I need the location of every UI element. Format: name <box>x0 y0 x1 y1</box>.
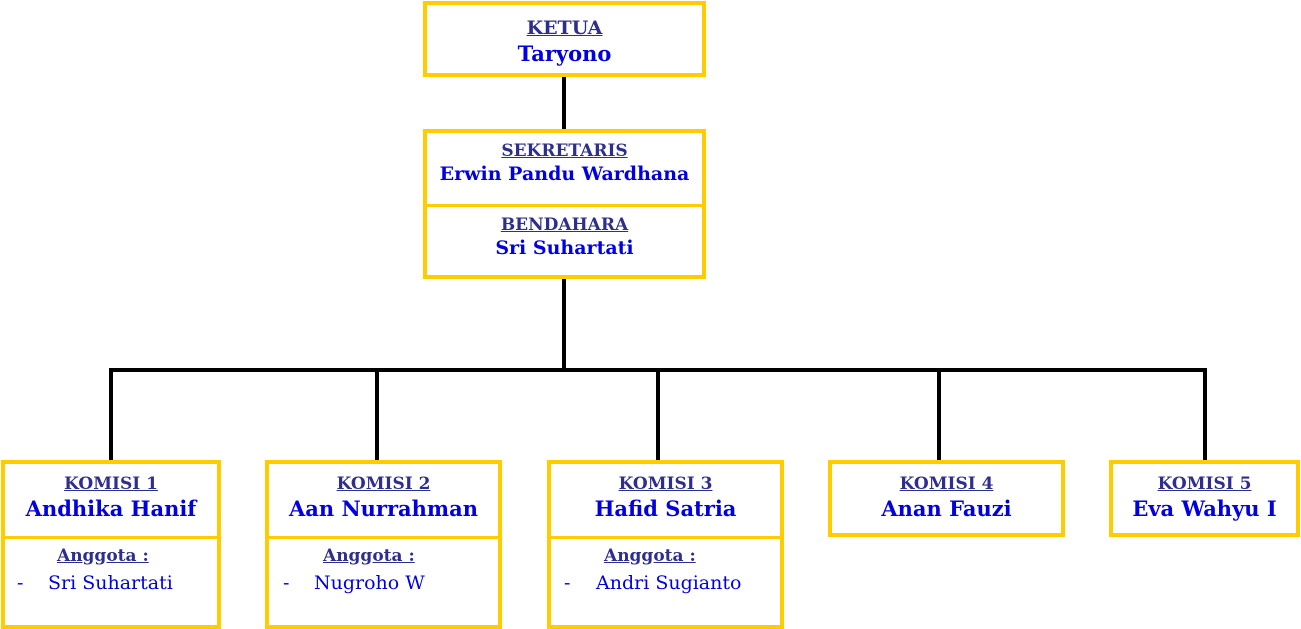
komisi-5-box: KOMISI 5 Eva Wahyu I <box>1109 460 1300 537</box>
komisi-3-divider <box>551 536 780 539</box>
bendahara-section: BENDAHARA Sri Suhartati <box>427 215 702 259</box>
sekretaris-name: Erwin Pandu Wardhana <box>439 163 690 185</box>
komisi-2-member-name: Nugroho W <box>314 572 425 594</box>
komisi-1-anggota-label: Anggota : <box>57 546 149 566</box>
komisi-5-name: Eva Wahyu I <box>1132 496 1277 521</box>
sekretaris-section: SEKRETARIS Erwin Pandu Wardhana <box>427 141 702 185</box>
komisi-2-anggota-label: Anggota : <box>323 546 415 566</box>
komisi-1-box: KOMISI 1 Andhika Hanif Anggota : - Sri S… <box>1 460 221 629</box>
sekretaris-bendahara-box: SEKRETARIS Erwin Pandu Wardhana BENDAHAR… <box>423 129 706 279</box>
komisi-2-name: Aan Nurrahman <box>288 496 479 521</box>
komisi-3-member-dash: - <box>564 572 571 594</box>
komisi-3-role: KOMISI 3 <box>618 474 713 494</box>
sekretaris-role: SEKRETARIS <box>501 141 628 161</box>
komisi-5-role: KOMISI 5 <box>1157 474 1252 494</box>
bendahara-role: BENDAHARA <box>500 215 629 235</box>
komisi-3-box: KOMISI 3 Hafid Satria Anggota : - Andri … <box>547 460 784 629</box>
ketua-role: KETUA <box>526 17 603 39</box>
komisi-2-role: KOMISI 2 <box>336 474 431 494</box>
komisi-2-box: KOMISI 2 Aan Nurrahman Anggota : - Nugro… <box>265 460 502 629</box>
komisi-4-role: KOMISI 4 <box>899 474 994 494</box>
komisi-1-member-dash: - <box>17 572 24 594</box>
ketua-name: Taryono <box>517 41 612 66</box>
komisi-3-member-name: Andri Sugianto <box>596 572 742 594</box>
komisi-2-member-dash: - <box>283 572 290 594</box>
komisi-4-box: KOMISI 4 Anan Fauzi <box>828 460 1065 537</box>
bendahara-name: Sri Suhartati <box>495 237 634 259</box>
komisi-1-member-name: Sri Suhartati <box>48 572 173 594</box>
komisi-2-divider <box>269 536 498 539</box>
ketua-box: KETUA Taryono <box>423 1 706 77</box>
komisi-4-name: Anan Fauzi <box>881 496 1012 521</box>
komisi-3-name: Hafid Satria <box>594 496 737 521</box>
komisi-1-divider <box>5 536 217 539</box>
sekretaris-bendahara-divider <box>427 204 702 207</box>
komisi-1-name: Andhika Hanif <box>25 496 197 521</box>
komisi-3-anggota-label: Anggota : <box>604 546 696 566</box>
komisi-1-role: KOMISI 1 <box>64 474 158 494</box>
